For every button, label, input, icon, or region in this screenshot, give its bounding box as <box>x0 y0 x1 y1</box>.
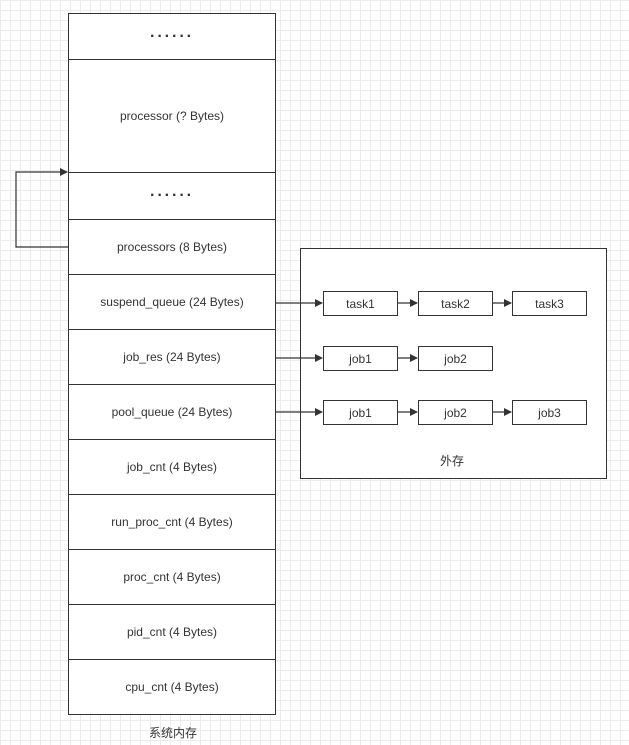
processors-pointer-arrow <box>15 168 68 248</box>
pool-queue-label: pool_queue (24 Bytes) <box>111 405 233 419</box>
processor-label: processor (? Bytes) <box>119 109 225 123</box>
ellipsis-label: ······ <box>150 187 194 204</box>
cpu-cnt-label: cpu_cnt (4 Bytes) <box>125 680 219 694</box>
pid-cnt-label: pid_cnt (4 Bytes) <box>126 625 218 639</box>
memory-cell-job-res: job_res (24 Bytes) <box>68 329 276 385</box>
job-res-label: job_res (24 Bytes) <box>123 350 221 364</box>
memory-cell-pool-queue: pool_queue (24 Bytes) <box>68 384 276 440</box>
memory-cell-job-cnt: job_cnt (4 Bytes) <box>68 439 276 495</box>
memory-cell-suspend-queue: suspend_queue (24 Bytes) <box>68 274 276 330</box>
res-node-job1: job1 <box>323 346 398 371</box>
pool-node-job3: job3 <box>512 400 587 425</box>
ellipsis-label: ······ <box>150 27 194 45</box>
res-node-job2: job2 <box>418 346 493 371</box>
memory-caption: 系统内存 <box>149 726 198 740</box>
run-proc-cnt-label: run_proc_cnt (4 Bytes) <box>111 515 233 529</box>
memory-cell-cpu-cnt: cpu_cnt (4 Bytes) <box>68 659 276 715</box>
external-caption: 外存 <box>440 454 465 468</box>
proc-cnt-label: proc_cnt (4 Bytes) <box>123 570 221 584</box>
memory-cell-ellipsis-top: ······ <box>68 13 276 60</box>
pool-node-job1: job1 <box>323 400 398 425</box>
pool-node-job2: job2 <box>418 400 493 425</box>
suspend-node-task2: task2 <box>418 291 493 316</box>
processors-label: processors (8 Bytes) <box>116 240 228 254</box>
suspend-node-task1: task1 <box>323 291 398 316</box>
memory-cell-processor: processor (? Bytes) <box>68 59 276 173</box>
memory-cell-ellipsis-mid: ······ <box>68 172 276 220</box>
suspend-queue-label: suspend_queue (24 Bytes) <box>100 295 244 309</box>
suspend-node-task3: task3 <box>512 291 587 316</box>
job-cnt-label: job_cnt (4 Bytes) <box>126 460 218 474</box>
memory-cell-run-proc-cnt: run_proc_cnt (4 Bytes) <box>68 494 276 550</box>
memory-cell-pid-cnt: pid_cnt (4 Bytes) <box>68 604 276 660</box>
memory-cell-proc-cnt: proc_cnt (4 Bytes) <box>68 549 276 605</box>
